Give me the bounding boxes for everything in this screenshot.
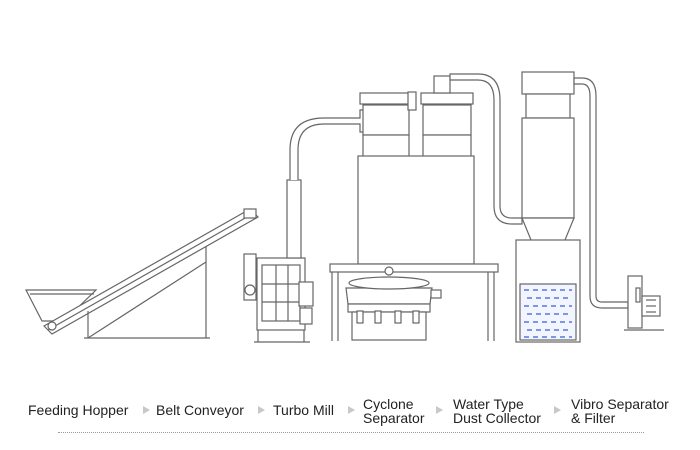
label-water-line2: Dust Collector — [453, 410, 541, 426]
label-cyclone-line1: Cyclone — [363, 396, 414, 412]
label-vibro-line1: Vibro Separator — [571, 396, 669, 412]
arrow-right-icon — [348, 406, 355, 414]
turbo-mill — [243, 109, 366, 343]
belt-conveyor — [43, 208, 259, 339]
water-dust-collector — [515, 71, 629, 343]
arrow-right-icon — [554, 406, 561, 414]
filter-blower — [624, 275, 664, 331]
arrow-right-icon — [258, 406, 265, 414]
water-level — [524, 289, 572, 338]
cyclone-separator — [329, 73, 523, 341]
label-vibro-line2: & Filter — [571, 410, 616, 426]
label-water-line1: Water Type — [453, 396, 524, 412]
label-belt-conveyor: Belt Conveyor — [156, 402, 244, 418]
label-feeding-hopper: Feeding Hopper — [28, 402, 129, 418]
label-turbo-mill: Turbo Mill — [273, 402, 334, 418]
label-cyclone-line2: Separator — [363, 410, 425, 426]
arrow-right-icon — [143, 406, 150, 414]
arrow-right-icon — [436, 406, 443, 414]
vibro-separator — [345, 266, 442, 341]
dotted-divider — [58, 432, 644, 433]
